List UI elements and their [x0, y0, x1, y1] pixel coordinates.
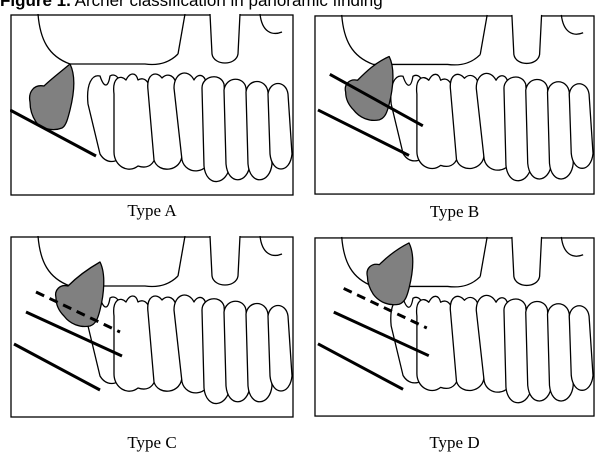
third-molar: [30, 64, 74, 130]
panel-type-b: [314, 14, 595, 196]
dentition-row: [88, 295, 292, 404]
lower-occlusal-line: [14, 344, 100, 390]
panel-type-a: [10, 14, 294, 196]
panel-type-d: [314, 236, 595, 418]
panel-type-c: [10, 236, 294, 418]
third-molar: [367, 243, 413, 305]
lower-occlusal-line: [318, 344, 403, 390]
dentition-row: [391, 73, 593, 180]
panel-label-type-c: Type C: [10, 433, 294, 453]
upper-jaw-outline: [342, 15, 583, 65]
third-molar: [56, 262, 104, 327]
figure-caption-label: Figure 1.: [0, 0, 71, 10]
figure-caption-text: Archer classification in panoramic findi…: [71, 0, 383, 10]
panel-label-type-a: Type A: [10, 201, 294, 221]
panel-label-type-d: Type D: [314, 433, 595, 453]
figure-caption: Figure 1. Archer classification in panor…: [0, 0, 595, 11]
upper-jaw-outline: [38, 236, 282, 287]
dentition-row: [391, 295, 593, 402]
panel-label-type-b: Type B: [314, 202, 595, 222]
upper-jaw-outline: [38, 14, 282, 65]
dentition-row: [88, 73, 292, 182]
